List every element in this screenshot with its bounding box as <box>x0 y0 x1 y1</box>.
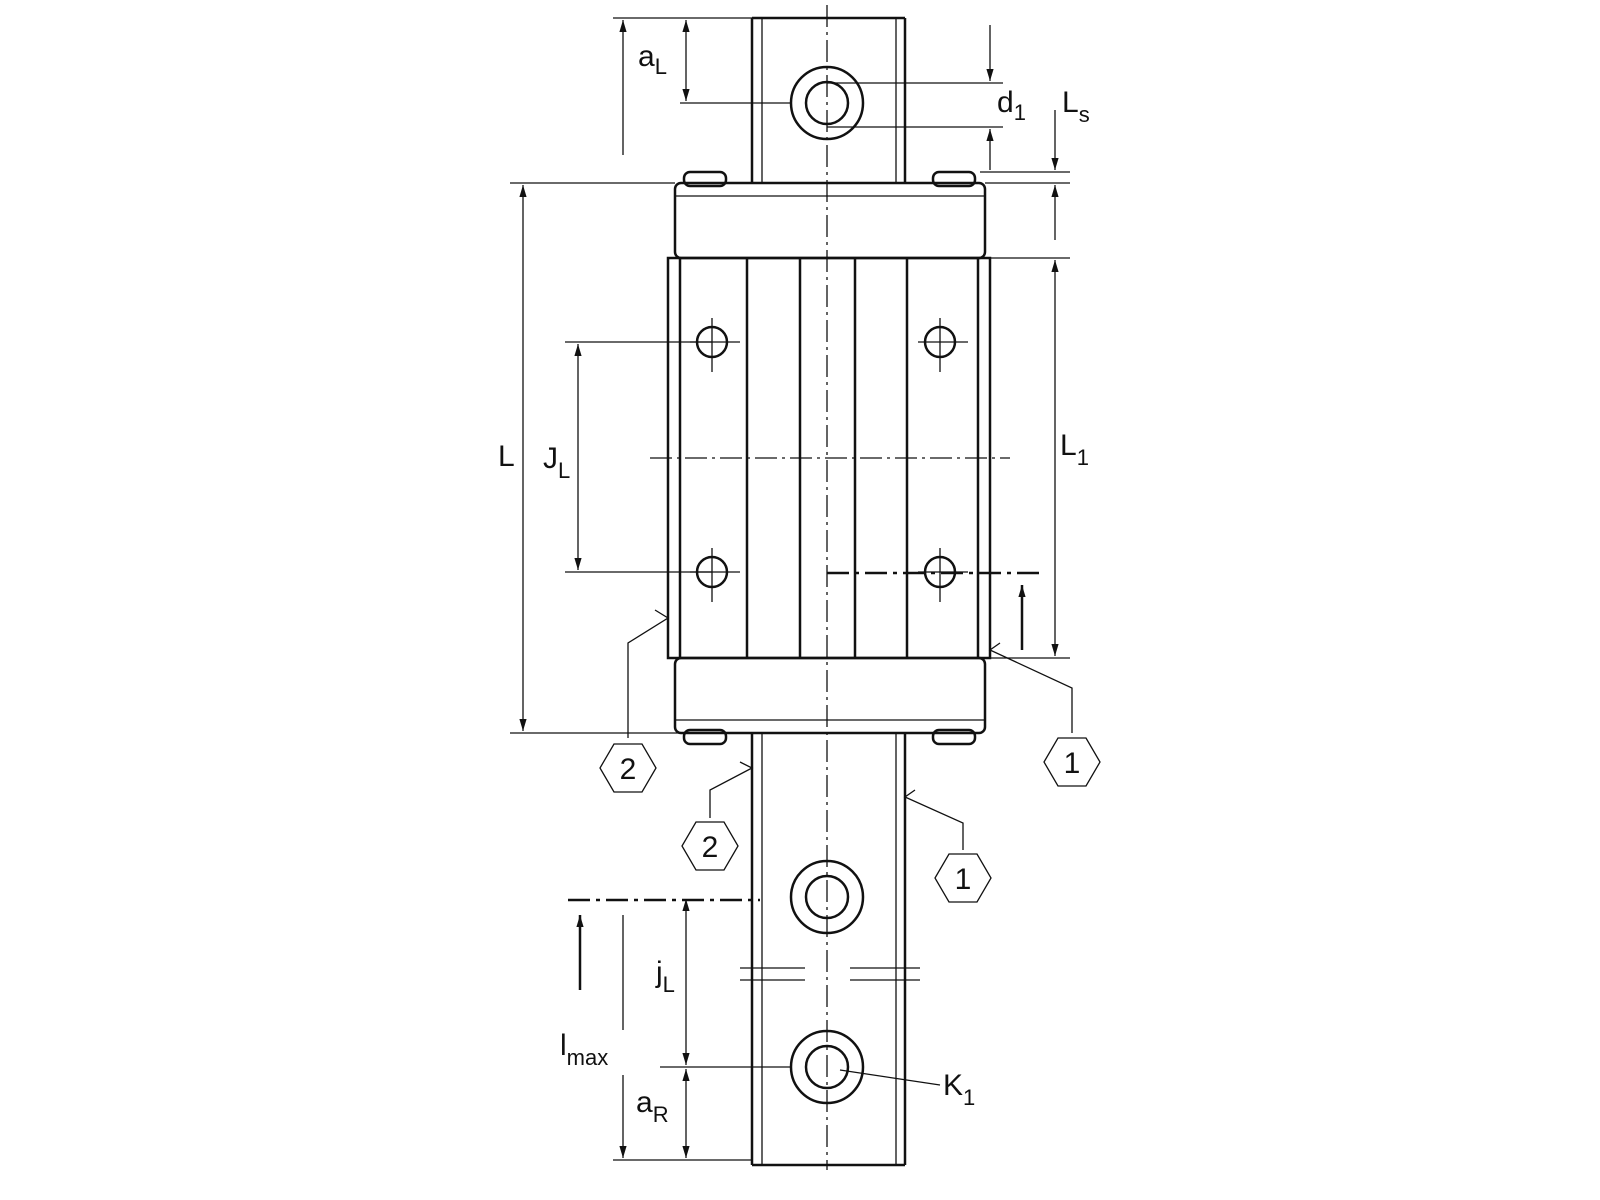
callout-rail-left: 2 <box>681 821 739 871</box>
label-L: L <box>498 440 515 473</box>
label-lmax: lmax <box>560 1029 608 1070</box>
rail-hole-top <box>789 65 865 141</box>
svg-text:1: 1 <box>1064 747 1081 780</box>
callout-carriage-left: 2 <box>599 743 657 793</box>
svg-text:2: 2 <box>702 831 719 864</box>
label-aR: aR <box>636 1086 669 1127</box>
label-L1: L1 <box>1060 429 1089 470</box>
label-d1: d1 <box>997 86 1026 125</box>
dimension-lines <box>510 17 1070 1161</box>
label-jL: jL <box>655 956 675 997</box>
rail-hole-bottom <box>789 1029 865 1105</box>
callout-rail-right: 1 <box>934 853 992 903</box>
label-aL: aL <box>638 40 667 79</box>
carriage <box>650 170 1010 746</box>
callout-carriage-right: 1 <box>1043 737 1101 787</box>
rail-hole-middle <box>789 859 865 935</box>
svg-text:1: 1 <box>955 863 972 896</box>
label-Ls: Ls <box>1062 86 1090 127</box>
label-JL: JL <box>543 442 570 483</box>
svg-text:2: 2 <box>620 753 637 786</box>
guide-rail <box>740 16 920 1167</box>
label-K1: K1 <box>943 1069 975 1110</box>
carriage-holes <box>690 318 968 602</box>
callout-leaders <box>627 609 1073 850</box>
